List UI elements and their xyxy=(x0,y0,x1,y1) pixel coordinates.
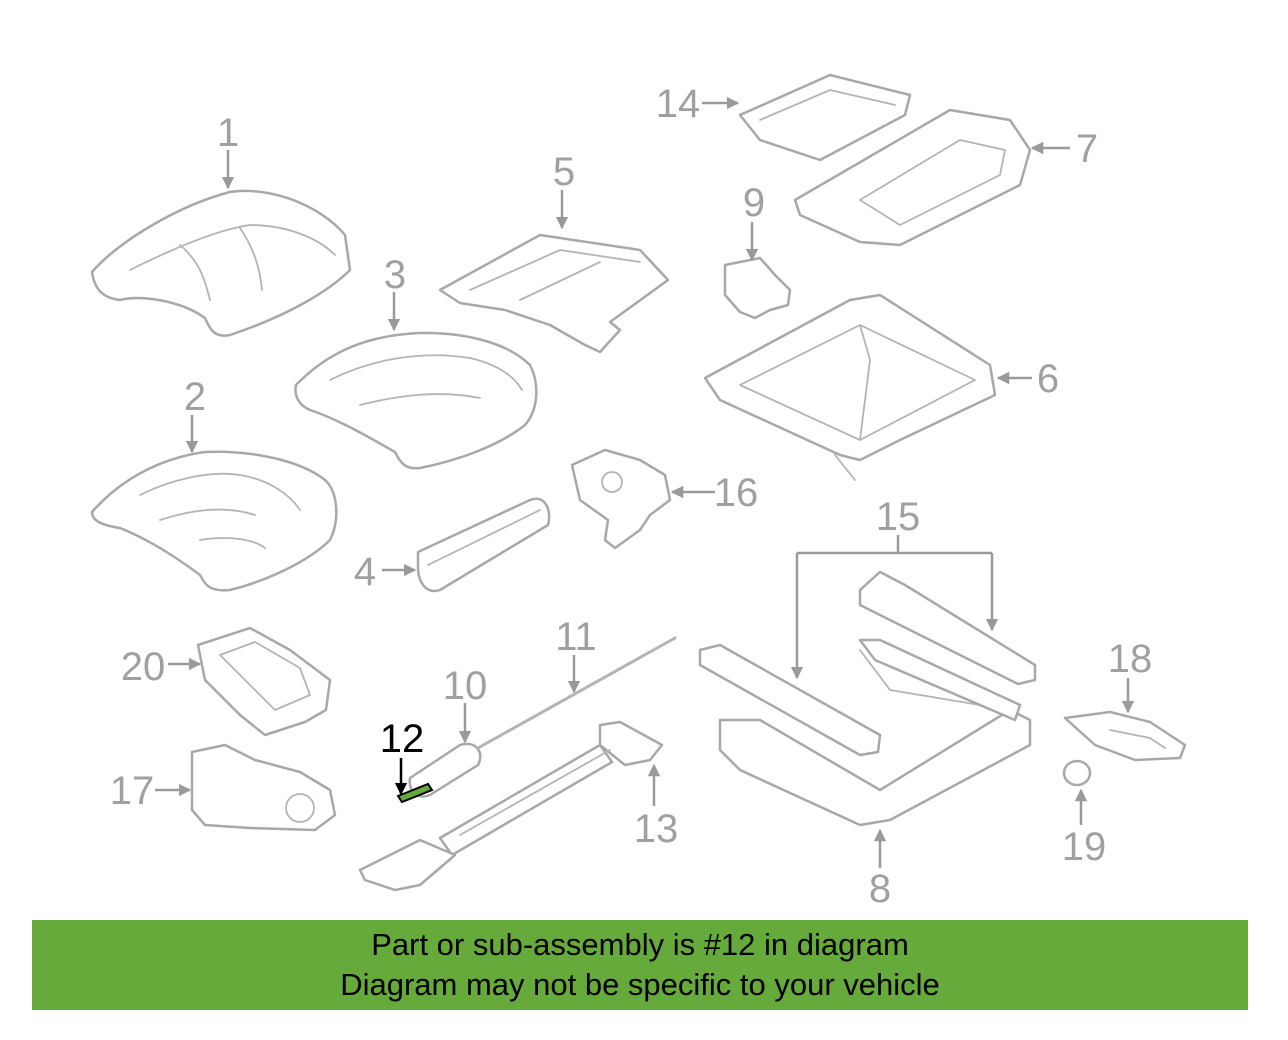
part-1-cushion-cover xyxy=(90,189,352,337)
callout-labels: 1 2 3 4 5 6 7 8 9 10 11 12 13 14 15 16 1… xyxy=(110,82,1153,911)
part-4-trim xyxy=(416,497,551,593)
callout-15: 15 xyxy=(876,495,921,539)
part-2-cushion-pad xyxy=(90,450,338,592)
part-16-bracket xyxy=(570,448,672,550)
callout-13: 13 xyxy=(634,807,679,851)
callout-7: 7 xyxy=(1076,127,1098,171)
callout-20: 20 xyxy=(121,645,166,689)
callout-3: 3 xyxy=(384,253,406,297)
callout-12: 12 xyxy=(380,717,425,761)
callout-14: 14 xyxy=(656,82,701,126)
part-7-cushion-pan xyxy=(793,108,1032,247)
leader-lines xyxy=(155,96,1135,868)
callout-10: 10 xyxy=(443,664,488,708)
part-5-heater-pad xyxy=(438,233,670,354)
part-9-recliner xyxy=(723,256,792,320)
part-15-seat-tracks xyxy=(698,570,1037,757)
banner-line-1: Part or sub-assembly is #12 in diagram xyxy=(371,927,909,962)
part-8-rail-frame xyxy=(718,638,1032,827)
part-12-highlighted xyxy=(396,782,434,804)
part-14-adjuster xyxy=(738,73,912,162)
callout-19: 19 xyxy=(1062,825,1107,869)
callout-5: 5 xyxy=(553,150,575,194)
callout-1: 1 xyxy=(217,111,239,155)
part-6-seat-frame xyxy=(703,293,997,481)
part-3-cushion-cover xyxy=(294,331,538,470)
callout-18: 18 xyxy=(1108,637,1153,681)
info-banner: Part or sub-assembly is #12 in diagram D… xyxy=(32,920,1248,1010)
callout-9: 9 xyxy=(743,181,765,225)
part-17-side-shield xyxy=(190,743,337,832)
part-20-module xyxy=(196,626,332,737)
part-18-cover-plate xyxy=(1063,710,1187,762)
callout-6: 6 xyxy=(1037,357,1059,401)
callout-17: 17 xyxy=(110,769,155,813)
parts-diagram: 1 2 3 4 5 6 7 8 9 10 11 12 13 14 15 16 1… xyxy=(90,73,1187,911)
callout-2: 2 xyxy=(184,375,206,419)
part-19-cap xyxy=(1062,759,1092,787)
callout-8: 8 xyxy=(869,867,891,911)
part-13-drive-spindle xyxy=(358,720,664,892)
banner-line-2: Diagram may not be specific to your vehi… xyxy=(340,967,940,1002)
callout-11: 11 xyxy=(555,615,597,659)
callout-16: 16 xyxy=(714,471,759,515)
callout-4: 4 xyxy=(354,550,376,594)
